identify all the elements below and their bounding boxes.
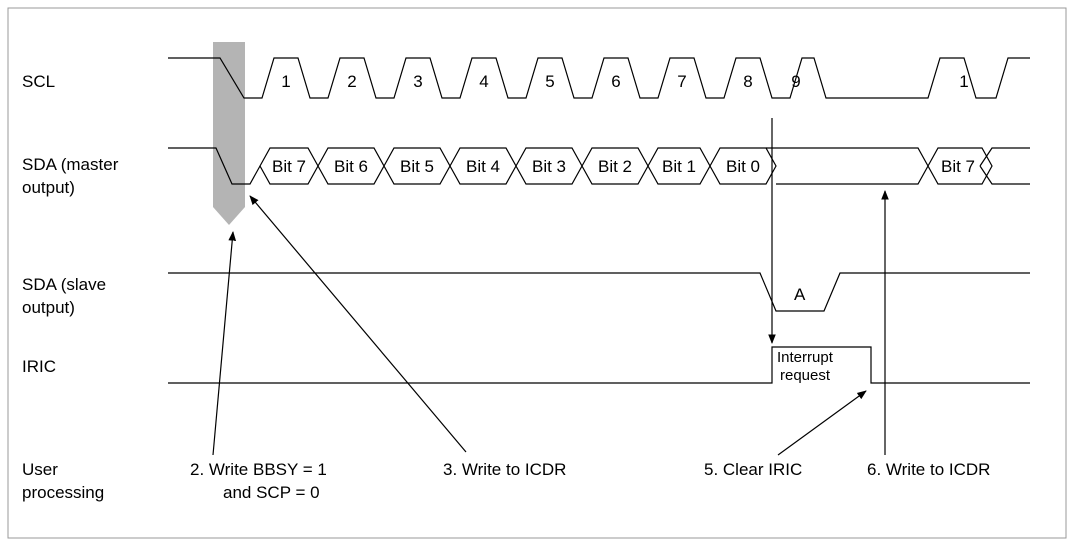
iric-label: IRIC [22, 357, 56, 376]
sda-master-waveform: Bit 7 Bit 6 Bit 5 Bit 4 Bit 3 Bit 2 Bit 1 Bit 0… [168, 147, 1030, 185]
step6-text: 6. Write to ICDR [867, 460, 990, 479]
sda-bit-label: Bit 0 [726, 157, 760, 176]
sda-bit-label: Bit 1 [662, 157, 696, 176]
step2-text-line1: 2. Write BBSY = 1 [190, 460, 327, 479]
scl-clock-number: 7 [677, 72, 686, 91]
scl-clock-number: 6 [611, 72, 620, 91]
step2-arrow [212, 231, 237, 456]
step2-text-line2: and SCP = 0 [223, 483, 320, 502]
step3-text: 3. Write to ICDR [443, 460, 566, 479]
scl-label: SCL [22, 72, 55, 91]
sda-bit-label: Bit 3 [532, 157, 566, 176]
interrupt-label-line2: request [780, 367, 831, 384]
scl-clock-number: 1 [281, 72, 290, 91]
scl-clock-number: 1 [959, 72, 968, 91]
sda-bit-cell [927, 147, 993, 185]
sda-bit-cell [709, 147, 777, 185]
sda-slave-label-line1: SDA (slave [22, 275, 106, 294]
scl-clock-number: 2 [347, 72, 356, 91]
sda-slave-waveform [168, 272, 1030, 312]
sda-bit-label: Bit 2 [598, 157, 632, 176]
scl-clock-number: 8 [743, 72, 752, 91]
sda-bit-label: Bit 7 [272, 157, 306, 176]
scl-clock-number: 4 [479, 72, 488, 91]
user-processing-label-line2: processing [22, 483, 104, 502]
iric-waveform [168, 346, 1030, 384]
scl-waveform [168, 57, 1030, 99]
user-processing-label-line1: User [22, 460, 58, 479]
sda-master-label-line1: SDA (master [22, 155, 119, 174]
interrupt-label-line1: Interrupt [777, 349, 834, 366]
sda-bit-label: Bit 7 [941, 157, 975, 176]
step5-arrow [777, 390, 867, 456]
diagram-frame [7, 7, 1067, 539]
sda-slave-label-line2: output) [22, 298, 75, 317]
scl-clock-number: 3 [413, 72, 422, 91]
sda-bit-label: Bit 6 [334, 157, 368, 176]
sda-master-label-line2: output) [22, 178, 75, 197]
ack-label: A [794, 285, 806, 304]
scl-clock-number: 9 [791, 72, 800, 91]
step5-text: 5. Clear IRIC [704, 460, 802, 479]
step3-arrow [249, 195, 467, 453]
sda-bit-label: Bit 5 [400, 157, 434, 176]
sda-bit-label: Bit 4 [466, 157, 500, 176]
scl-clock-number: 5 [545, 72, 554, 91]
start-condition-marker [213, 42, 245, 225]
